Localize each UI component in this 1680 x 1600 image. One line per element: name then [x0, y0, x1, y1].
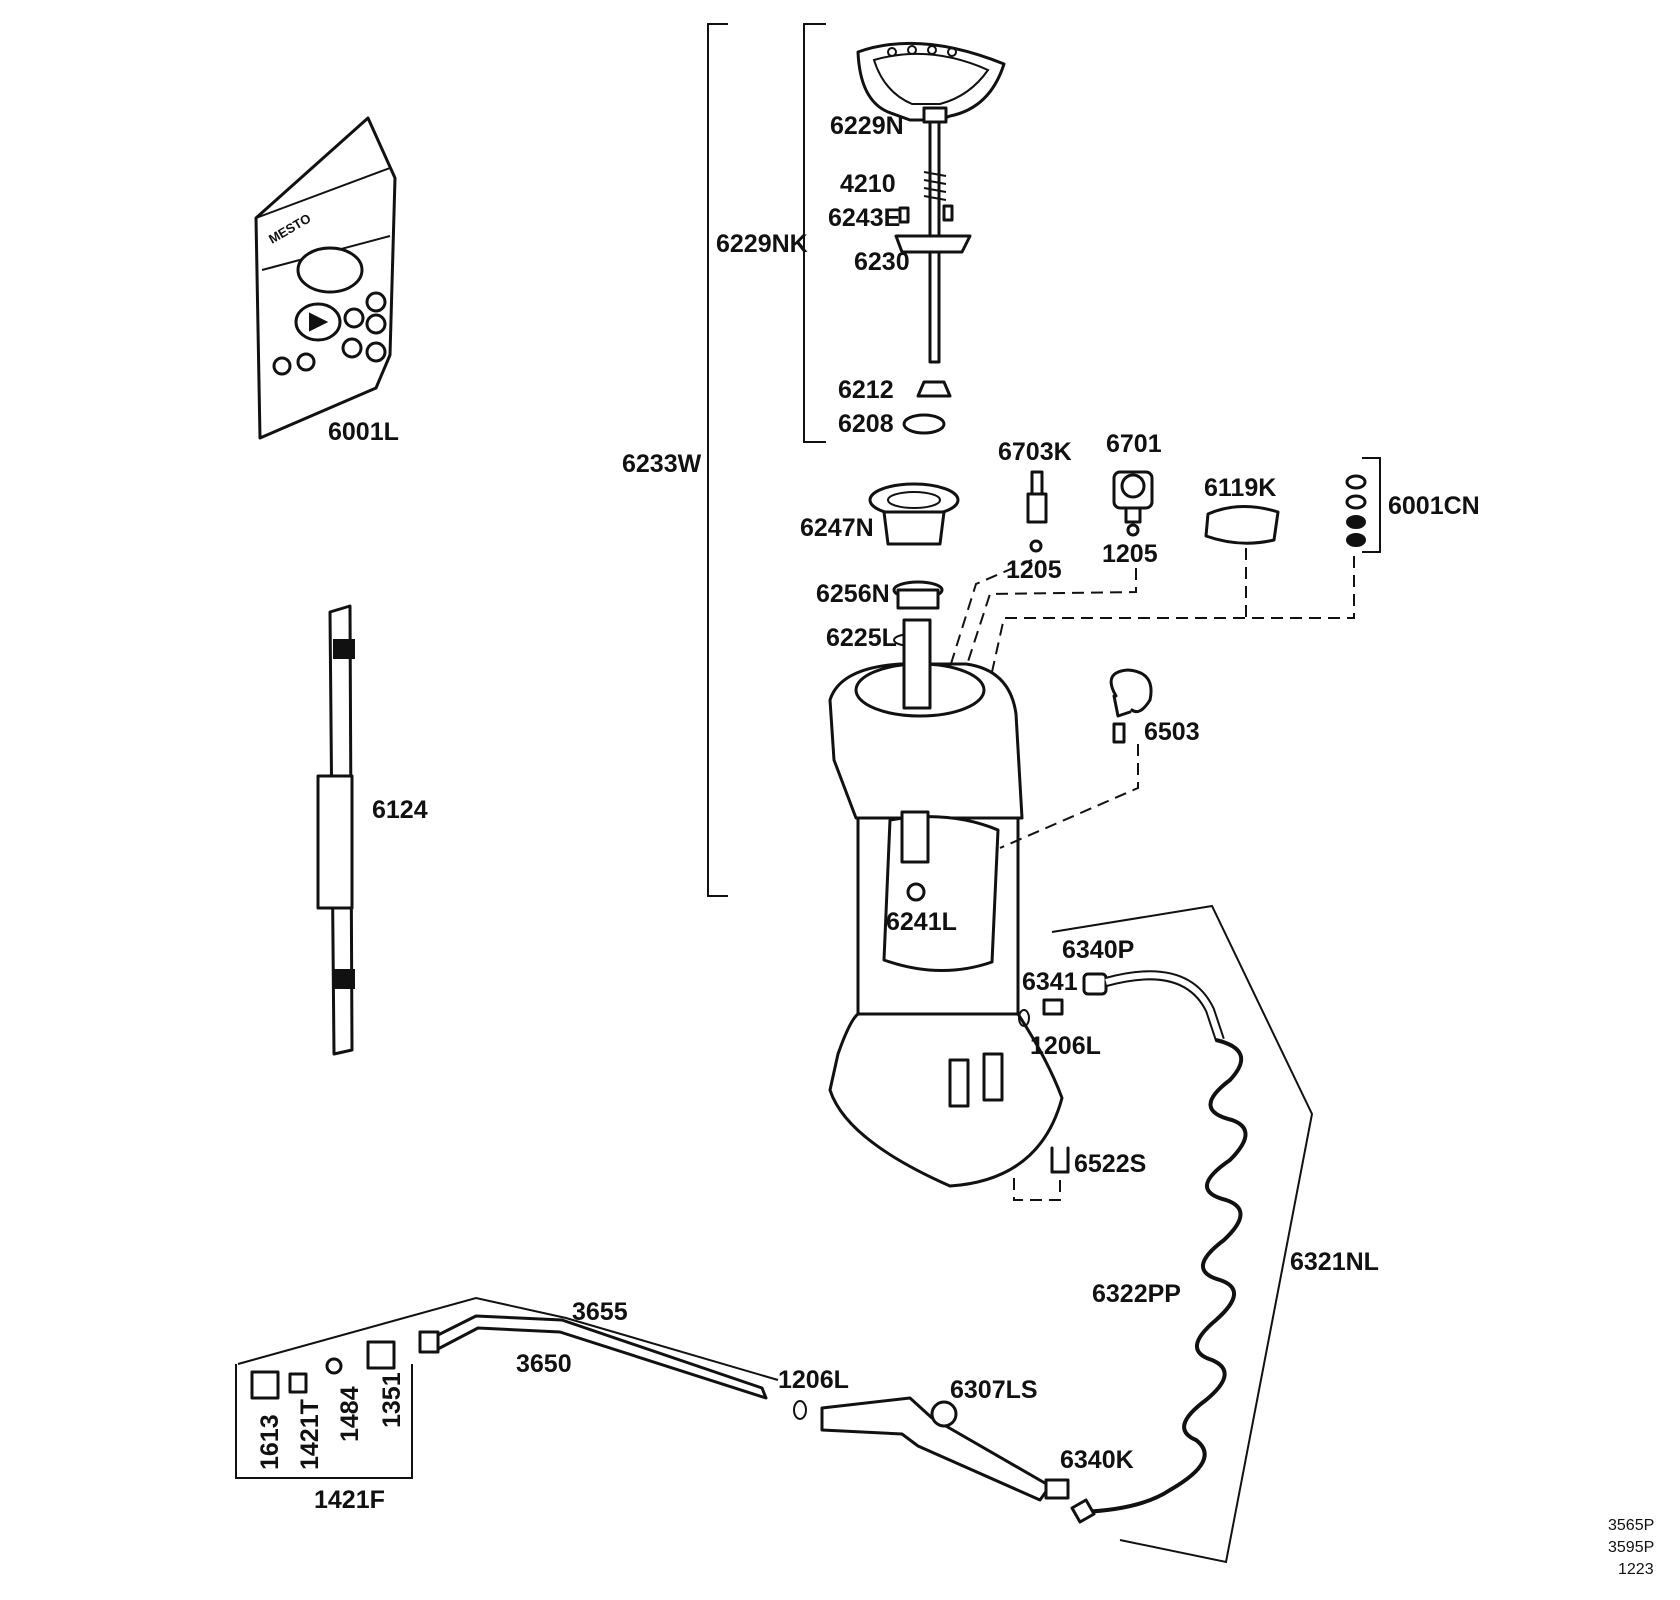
seal-kit-package-6001l: MESTO [254, 116, 397, 440]
nozzle-insert-1484 [325, 1357, 343, 1375]
label-1421f: 1421F [314, 1486, 385, 1514]
label-6001cn: 6001CN [1388, 492, 1480, 520]
nozzle-holder-1351 [366, 1340, 396, 1370]
label-6522s: 6522S [1074, 1150, 1146, 1178]
pump-handle-6229n [856, 41, 1006, 124]
label-1206l-b: 1206L [778, 1366, 849, 1394]
valve-cup-6212 [916, 380, 952, 398]
label-6322pp: 6322PP [1092, 1280, 1181, 1308]
bracket-6229nk [803, 23, 826, 443]
label-6307ls: 6307LS [950, 1376, 1038, 1404]
label-3655: 3655 [572, 1298, 628, 1326]
label-6243e: 6243E [828, 204, 900, 232]
cover-plate-6119k [1204, 504, 1280, 545]
footer-code-2: 3595P [1608, 1539, 1654, 1556]
nozzle-parts [250, 1340, 396, 1400]
label-6256n: 6256N [816, 580, 890, 608]
hose-connector-6341 [1042, 998, 1064, 1016]
hose-nut-6340p [1082, 972, 1108, 996]
label-1351: 1351 [378, 1372, 406, 1428]
label-1484: 1484 [336, 1386, 364, 1442]
label-6340p: 6340P [1062, 936, 1134, 964]
sprayer-tank [828, 618, 1064, 1188]
label-1206l-a: 1206L [1030, 1032, 1101, 1060]
carrying-strap-6124 [316, 604, 355, 1056]
hose-nut-6340k [1070, 1498, 1096, 1524]
washer-1206l-b [793, 1400, 807, 1420]
label-6241l: 6241L [886, 908, 957, 936]
spray-lance-3655 [418, 1314, 768, 1400]
spray-gun-6307ls [820, 1396, 1070, 1502]
pump-cylinder-cap-6256n [892, 580, 944, 610]
label-6208: 6208 [838, 410, 894, 438]
label-6212: 6212 [838, 376, 894, 404]
bracket-6233w [707, 23, 728, 897]
label-6225l: 6225L [826, 624, 897, 652]
label-6701: 6701 [1106, 430, 1162, 458]
label-6247n: 6247N [800, 514, 874, 542]
valve-disc-6208 [902, 413, 946, 435]
label-6229nk: 6229NK [716, 230, 808, 258]
label-3650: 3650 [516, 1350, 572, 1378]
label-6229n: 6229N [830, 112, 904, 140]
label-6233w: 6233W [622, 450, 702, 478]
label-1613: 1613 [256, 1414, 284, 1470]
strap-clip-6522s [1050, 1146, 1070, 1174]
screws-6243e [898, 204, 954, 224]
nozzle-nut-1613 [250, 1370, 280, 1400]
label-6341: 6341 [1022, 968, 1078, 996]
label-1205-b: 1205 [1102, 540, 1158, 568]
bracket-6321nl [1051, 904, 1314, 1564]
label-1205-a: 1205 [1006, 556, 1062, 584]
lance-bracket [237, 1296, 779, 1381]
label-6503: 6503 [1144, 718, 1200, 746]
hose-holder-clip-6503 [1109, 668, 1153, 744]
spring-4210 [923, 171, 947, 201]
label-4210: 4210 [840, 170, 896, 198]
o-ring-set-6001cn [1345, 474, 1367, 547]
pressure-gauge-6701 [1112, 470, 1154, 537]
label-6119k: 6119K [1204, 474, 1276, 502]
label-6340k: 6340K [1060, 1446, 1134, 1474]
label-6321nl: 6321NL [1290, 1248, 1379, 1276]
relief-valve-6703k [1026, 470, 1048, 553]
label-6124: 6124 [372, 796, 428, 824]
footer-code-1: 3565P [1608, 1517, 1654, 1534]
spiral-hose-6322pp [1079, 970, 1248, 1514]
label-1421t: 1421T [296, 1399, 324, 1470]
label-6001l: 6001L [328, 418, 399, 446]
footer-code-3: 1223 [1618, 1561, 1654, 1578]
washer-1206l-a [1018, 1009, 1030, 1027]
guide-6230 [894, 234, 972, 254]
label-6703k: 6703K [998, 438, 1072, 466]
label-6230: 6230 [854, 248, 910, 276]
nozzle-tip-1421t [288, 1372, 308, 1394]
collar-6247n [868, 482, 960, 546]
